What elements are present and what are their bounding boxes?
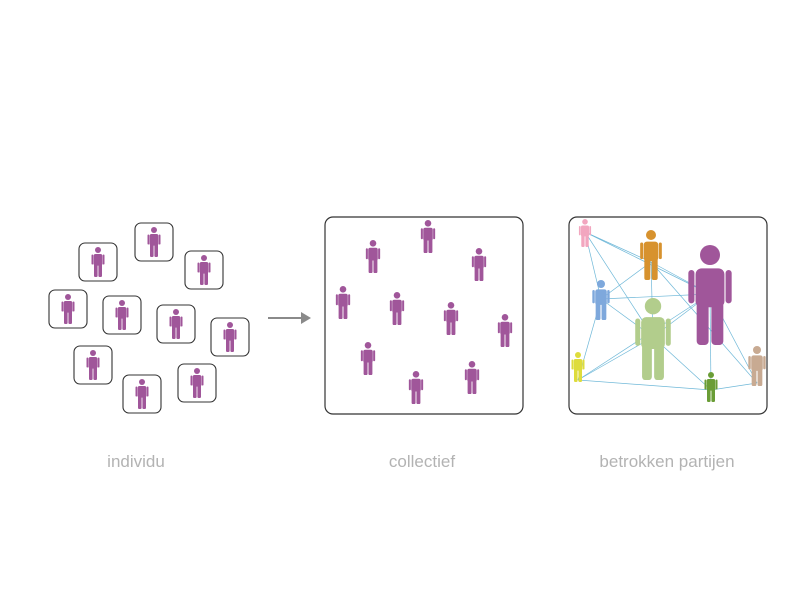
person-icon: [135, 379, 149, 409]
person-icon: [389, 292, 405, 325]
person-icon: [592, 280, 610, 320]
stakeholders-frame: [568, 216, 768, 415]
person-icon: [169, 309, 183, 339]
person-icon: [635, 298, 671, 380]
person-icon: [688, 245, 732, 345]
person-icon: [704, 372, 718, 402]
connection-line: [584, 231, 652, 263]
caption-stakeholders: betrokken partijen: [599, 452, 735, 471]
person-icon: [471, 248, 487, 281]
arrow-right-icon: [268, 312, 311, 324]
person-icon: [335, 286, 351, 319]
person-icon: [443, 302, 459, 335]
caption-collective: collectief: [388, 452, 456, 471]
person-icon: [464, 361, 480, 394]
person-icon: [223, 322, 237, 352]
connection-line: [577, 379, 712, 391]
connection-line: [577, 336, 654, 381]
person-icon: [408, 371, 424, 404]
person-icon: [360, 342, 376, 375]
person-icon: [571, 352, 585, 382]
person-icon: [578, 219, 592, 247]
person-icon: [365, 240, 381, 273]
person-icon: [190, 368, 204, 398]
connection-line: [584, 231, 654, 338]
person-icon: [497, 314, 513, 347]
collective-panel: [335, 220, 513, 404]
caption-individual: individu: [107, 452, 165, 471]
connection-line: [710, 382, 758, 391]
person-icon: [640, 230, 662, 280]
person-icon: [91, 247, 105, 277]
person-icon: [115, 300, 129, 330]
collective-frame: [324, 216, 524, 415]
person-icon: [420, 220, 436, 253]
person-icon: [86, 350, 100, 380]
person-icon: [61, 294, 75, 324]
individual-panel: [48, 222, 250, 414]
person-icon: [748, 346, 766, 386]
stakeholders-panel: [571, 219, 766, 402]
person-icon: [197, 255, 211, 285]
person-icon: [147, 227, 161, 257]
